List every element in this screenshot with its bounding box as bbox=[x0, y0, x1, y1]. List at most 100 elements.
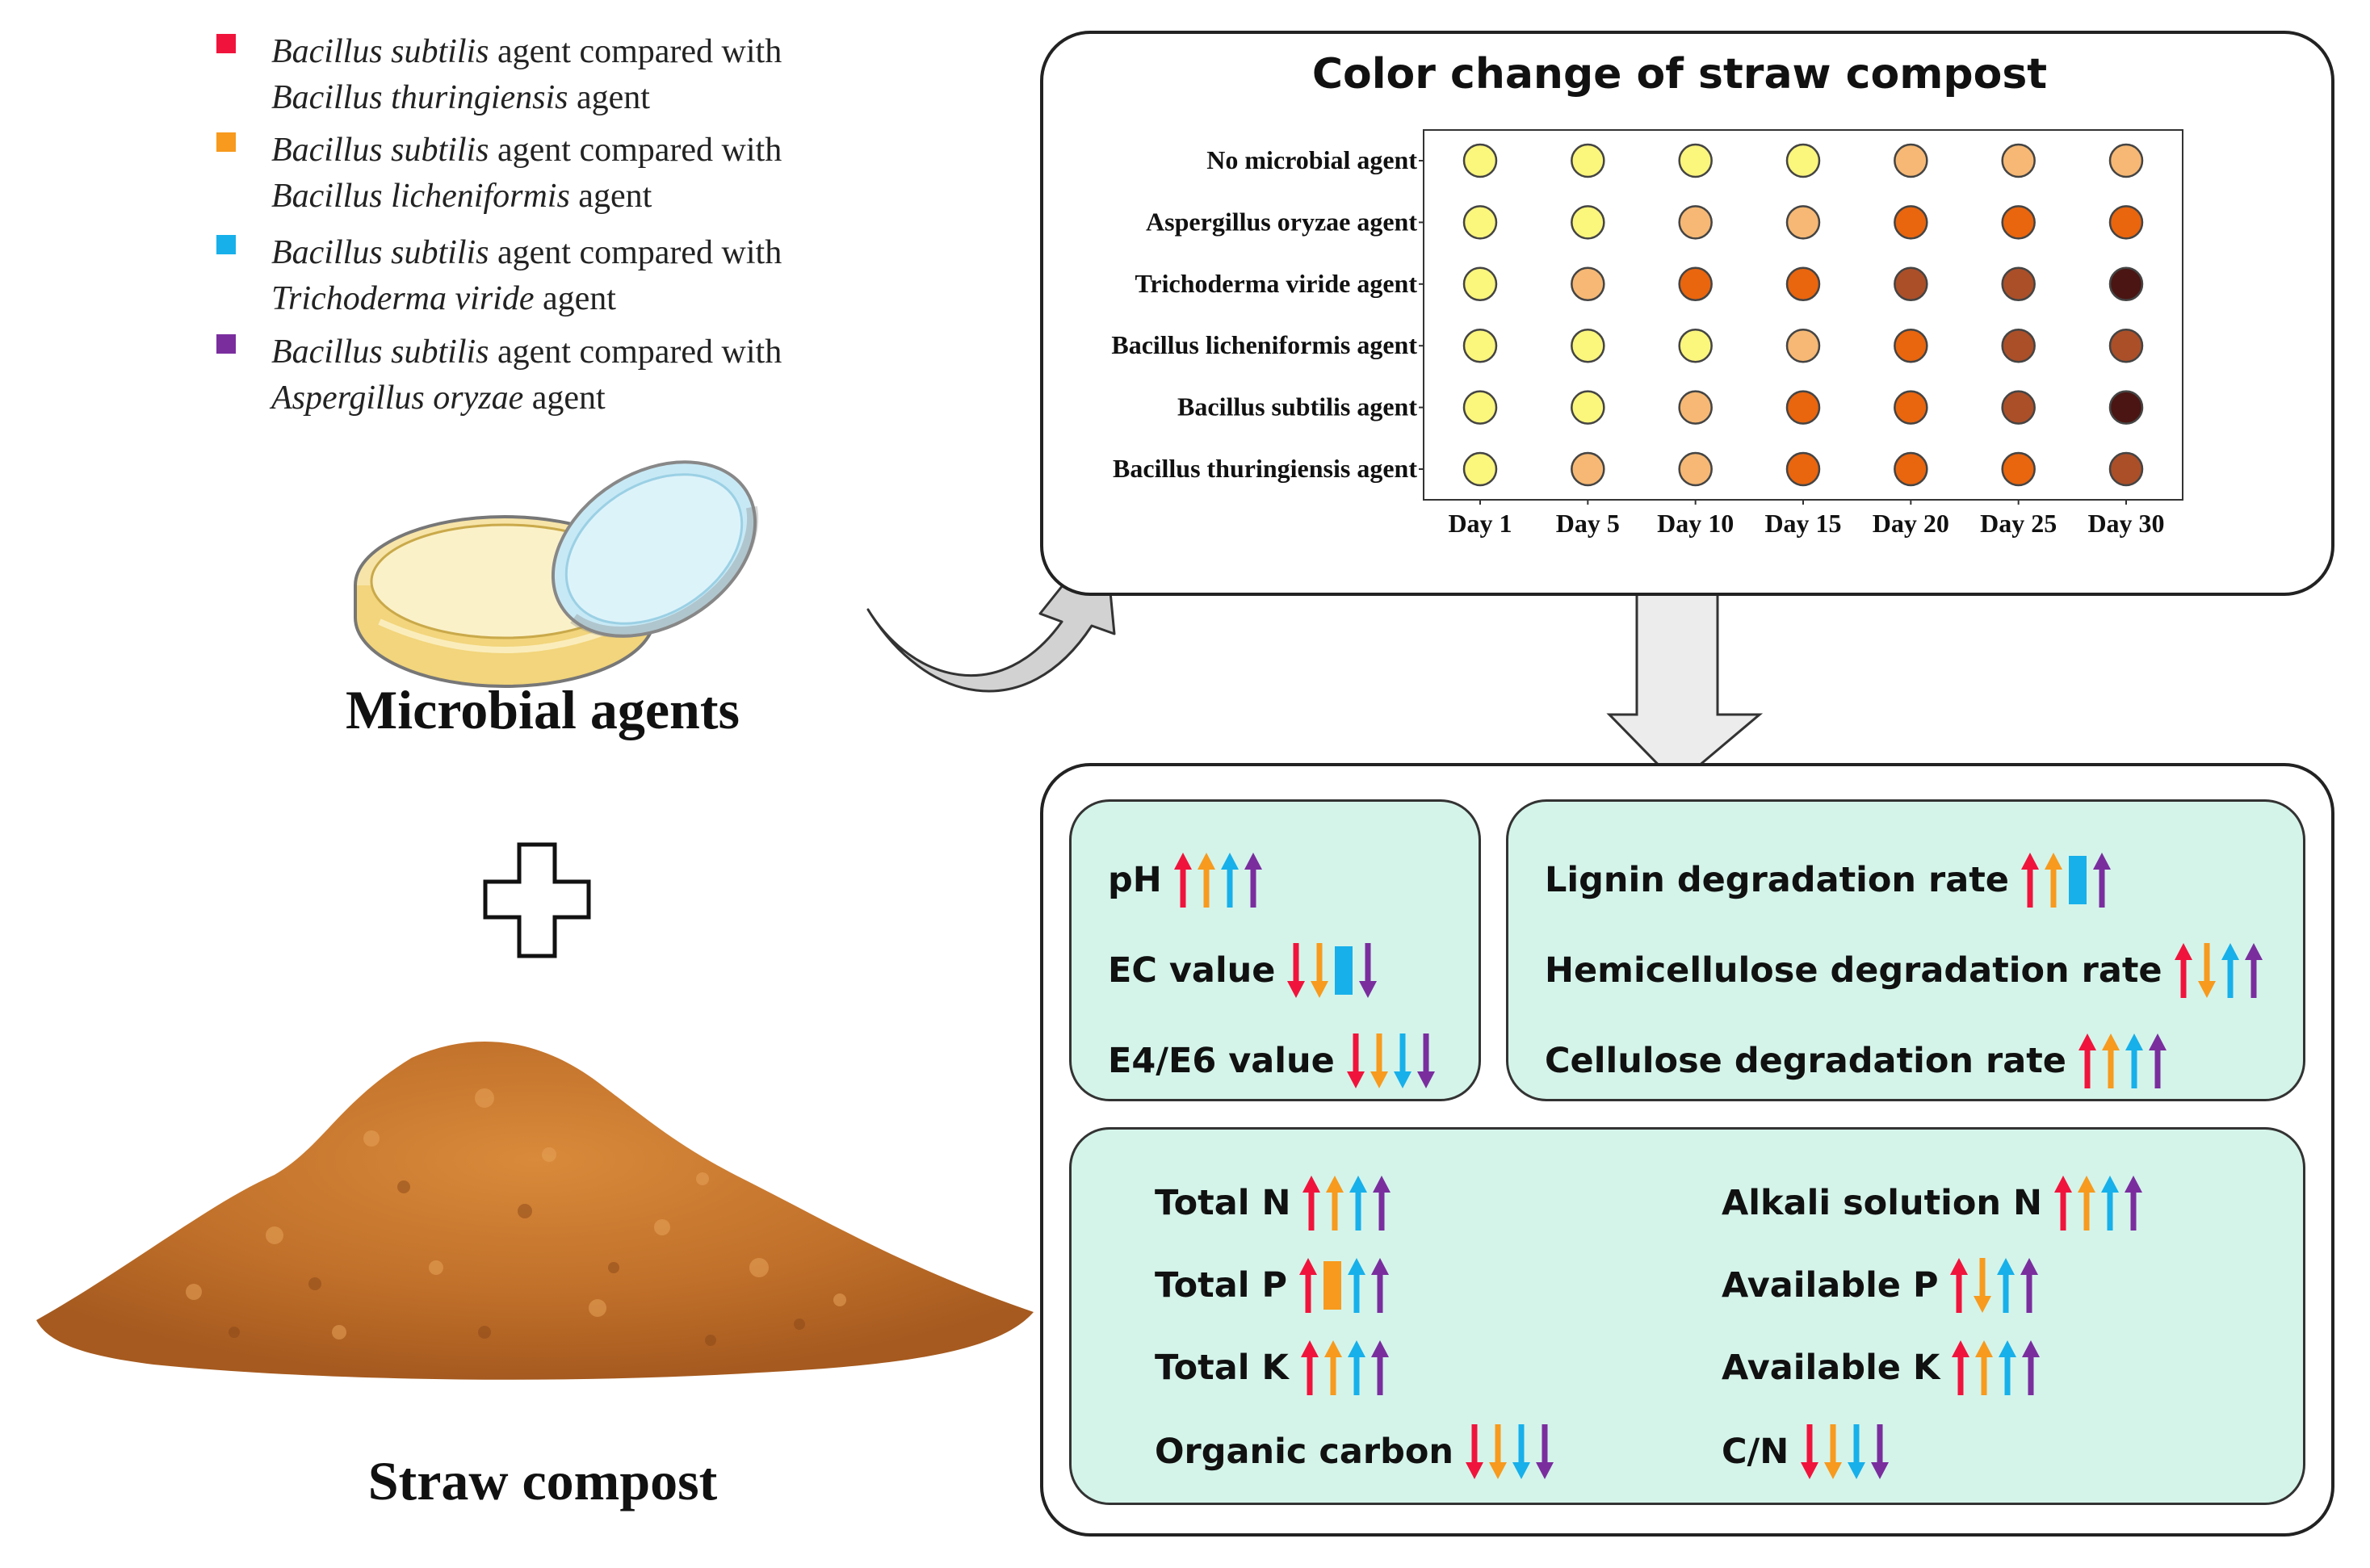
legend-phrase: agent bbox=[534, 280, 616, 317]
color-dot bbox=[2108, 328, 2144, 363]
color-dot bbox=[1571, 205, 1605, 240]
column-label: Day 20 bbox=[1873, 509, 1949, 538]
metric-arrows bbox=[1300, 1340, 1390, 1396]
color-dot bbox=[1894, 205, 1928, 240]
legend-swatch bbox=[216, 235, 236, 254]
arrow-up-icon bbox=[2174, 943, 2192, 998]
arrow-up-icon bbox=[1373, 1176, 1391, 1231]
metric-arrows bbox=[2053, 1175, 2143, 1231]
curved-arrow-icon bbox=[866, 531, 1116, 693]
arrow-up-icon bbox=[1220, 853, 1239, 908]
arrow-up-icon bbox=[2020, 1258, 2039, 1313]
arrow-up-icon bbox=[1302, 1176, 1321, 1231]
arrow-up-icon bbox=[1370, 1340, 1389, 1395]
compost-pile-image bbox=[36, 1041, 1034, 1380]
metric-label: Available K bbox=[1722, 1348, 1940, 1388]
metric-arrows bbox=[1951, 1340, 2041, 1396]
arrow-down-icon bbox=[2197, 943, 2216, 998]
color-dot bbox=[1571, 451, 1605, 487]
color-dot bbox=[1678, 451, 1713, 487]
arrow-up-icon bbox=[2044, 853, 2062, 908]
legend-species: Bacillus subtilis bbox=[271, 132, 489, 169]
legend-phrase: agent compared with bbox=[489, 132, 782, 169]
color-dot bbox=[1462, 143, 1498, 178]
color-dot bbox=[1785, 451, 1821, 487]
arrow-up-icon bbox=[1244, 853, 1262, 908]
column-label: Day 1 bbox=[1448, 509, 1512, 538]
color-dot bbox=[1462, 390, 1498, 425]
color-change-panel bbox=[1040, 31, 2334, 596]
metric-label: Lignin degradation rate bbox=[1545, 860, 2009, 900]
arrow-down-icon bbox=[1871, 1424, 1890, 1479]
metric-row: Lignin degradation rate bbox=[1545, 853, 2112, 908]
color-dot bbox=[1678, 390, 1713, 425]
row-label: Aspergillus oryzae agent bbox=[1146, 207, 1417, 236]
color-dot bbox=[2001, 451, 2036, 487]
metric-label: C/N bbox=[1722, 1432, 1789, 1472]
arrow-up-icon bbox=[1347, 1340, 1365, 1395]
legend-swatch bbox=[216, 334, 236, 354]
row-label: Bacillus licheniformis agent bbox=[1111, 330, 1417, 359]
arrow-up-icon bbox=[2221, 943, 2239, 998]
arrow-down-icon bbox=[1974, 1258, 1992, 1313]
column-label: Day 5 bbox=[1556, 509, 1620, 538]
color-dot bbox=[1894, 390, 1928, 425]
arrow-down-icon bbox=[1848, 1424, 1866, 1479]
color-dot bbox=[2108, 266, 2144, 302]
metric-label: Total N bbox=[1155, 1183, 1291, 1223]
arrow-down-icon bbox=[1801, 1424, 1819, 1479]
arrow-up-icon bbox=[2020, 853, 2039, 908]
color-dot bbox=[2108, 143, 2144, 178]
legend-phrase: agent compared with bbox=[489, 33, 782, 70]
color-dot bbox=[1571, 266, 1605, 302]
legend-species: Bacillus subtilis bbox=[271, 234, 489, 271]
metric-label: Cellulose degradation rate bbox=[1545, 1041, 2066, 1081]
arrow-down-icon bbox=[1287, 943, 1306, 998]
column-label: Day 30 bbox=[2087, 509, 2164, 538]
metric-row: Available K bbox=[1722, 1340, 2041, 1395]
color-dot bbox=[1894, 143, 1928, 178]
color-dot bbox=[1678, 205, 1713, 240]
arrow-down-icon bbox=[1466, 1424, 1484, 1479]
metric-row: Alkali solution N bbox=[1722, 1176, 2143, 1231]
arrow-down-icon bbox=[1311, 943, 1329, 998]
arrow-up-icon bbox=[1370, 1258, 1389, 1313]
arrow-up-icon bbox=[2244, 943, 2263, 998]
color-dot bbox=[2001, 143, 2036, 178]
legend-species: Trichoderma viride bbox=[271, 280, 535, 317]
microbial-agents-label: Microbial agents bbox=[346, 679, 740, 740]
arrow-up-icon bbox=[1975, 1340, 1994, 1395]
row-label: Bacillus thuringiensis agent bbox=[1113, 454, 1417, 483]
row-label: Bacillus subtilis agent bbox=[1177, 392, 1417, 421]
arrow-up-icon bbox=[1173, 853, 1192, 908]
metric-label: Total P bbox=[1155, 1265, 1287, 1306]
metric-row: E4/E6 value bbox=[1108, 1033, 1436, 1088]
legend-phrase: agent compared with bbox=[489, 234, 782, 271]
petri-dish-icon bbox=[354, 460, 759, 688]
metric-row: Hemicellulose degradation rate bbox=[1545, 943, 2263, 998]
arrow-up-icon bbox=[2148, 1033, 2167, 1088]
color-dot bbox=[2001, 266, 2036, 302]
arrow-down-icon bbox=[1393, 1033, 1412, 1088]
metric-arrows bbox=[1346, 1033, 1436, 1089]
metric-label: pH bbox=[1108, 860, 1162, 900]
color-dot bbox=[2108, 205, 2144, 240]
metric-arrows bbox=[2174, 942, 2263, 999]
plus-icon bbox=[483, 842, 591, 958]
down-arrow-icon bbox=[1606, 571, 1764, 786]
arrow-up-icon bbox=[1952, 1340, 1970, 1395]
row-label: Trichoderma viride agent bbox=[1135, 269, 1417, 298]
arrow-down-icon bbox=[1512, 1424, 1531, 1479]
metric-label: Total K bbox=[1155, 1348, 1289, 1388]
arrow-up-icon bbox=[2124, 1176, 2142, 1231]
arrow-up-icon bbox=[1197, 853, 1215, 908]
arrow-up-icon bbox=[1347, 1258, 1365, 1313]
arrow-up-icon bbox=[2022, 1340, 2041, 1395]
metric-row: EC value bbox=[1108, 943, 1378, 998]
unchanged-bar-icon bbox=[2068, 856, 2087, 904]
arrow-down-icon bbox=[1536, 1424, 1554, 1479]
arrow-up-icon bbox=[1950, 1258, 1969, 1313]
